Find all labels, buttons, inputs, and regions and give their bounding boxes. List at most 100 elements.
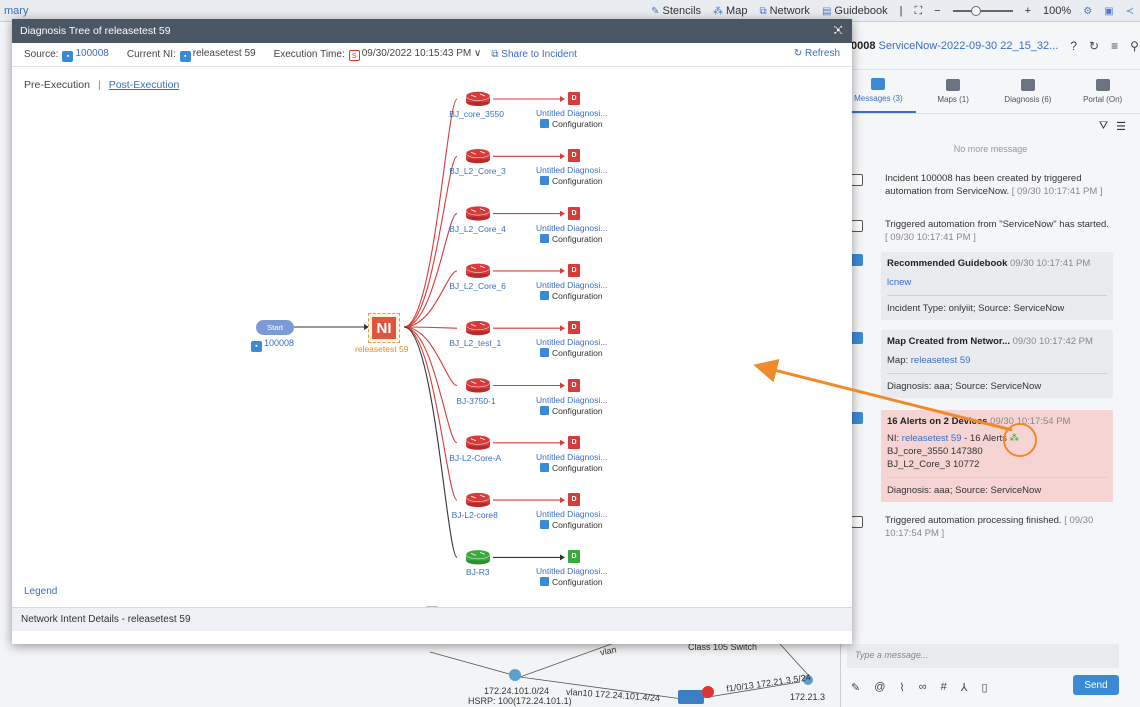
start-incident-id[interactable]: ▪100008: [251, 338, 294, 352]
edge-arrowhead: [560, 439, 565, 446]
tab-diagnosis[interactable]: Diagnosis (6): [991, 70, 1066, 113]
settings-icon[interactable]: ⚙: [1083, 5, 1093, 17]
ni-details-bar[interactable]: Network Intent Details - releasetest 59: [12, 607, 852, 631]
device-label[interactable]: BJ_L2_Core_3: [449, 166, 506, 177]
tree-edge: [403, 326, 458, 501]
diagnosis-name[interactable]: Untitled Diagnosi...: [536, 222, 608, 233]
device-label[interactable]: BJ-3750-1: [456, 395, 496, 406]
tab-post-execution[interactable]: Post-Execution: [108, 79, 180, 91]
map-button[interactable]: ⁂Map: [713, 5, 748, 17]
tree-edge: [403, 326, 458, 444]
send-button[interactable]: Send: [1073, 675, 1119, 695]
fit-icon[interactable]: ⛶: [914, 4, 923, 17]
link-icon[interactable]: ∞: [918, 681, 927, 693]
tab-messages[interactable]: Messages (3): [841, 70, 916, 113]
message-input[interactable]: Type a message...: [847, 644, 1119, 668]
guidebook-button[interactable]: ▤Guidebook: [821, 5, 888, 17]
refresh-icon[interactable]: ↻: [1089, 38, 1100, 53]
router-icon[interactable]: [465, 549, 491, 565]
edge-arrowhead: [364, 324, 369, 330]
stencils-button[interactable]: ✎Stencils: [651, 5, 702, 17]
device-label[interactable]: BJ-L2-Core-A: [449, 452, 502, 463]
diagnosis-name[interactable]: Untitled Diagnosi...: [536, 337, 608, 348]
router-icon[interactable]: [465, 492, 491, 508]
tree-edge: [403, 326, 458, 558]
diagnosis-node-icon[interactable]: D: [568, 435, 580, 449]
diagnosis-node-icon[interactable]: D: [568, 206, 580, 220]
device-label[interactable]: BJ_L2_Core_6: [449, 280, 506, 291]
tab-pre-execution[interactable]: Pre-Execution: [24, 79, 90, 91]
refresh-button[interactable]: ↻ Refresh: [793, 48, 840, 59]
router-icon[interactable]: [465, 320, 491, 336]
diagnosis-name[interactable]: Untitled Diagnosi...: [536, 165, 608, 176]
diagnosis-node-icon[interactable]: D: [568, 149, 580, 163]
ni-node[interactable]: NI: [368, 313, 400, 343]
diagnosis-node-icon[interactable]: D: [568, 321, 580, 335]
device-label[interactable]: BJ_L2_Core_4: [449, 223, 506, 234]
diagnosis-icon: [1020, 79, 1035, 91]
guidebook-icon: ▤: [821, 5, 832, 17]
router-icon[interactable]: [465, 205, 491, 221]
current-ni-value[interactable]: ▪releasetest 59: [179, 48, 256, 62]
router-icon[interactable]: [465, 91, 491, 107]
start-node[interactable]: Start: [256, 320, 294, 335]
diagnosis-name[interactable]: Untitled Diagnosi...: [536, 279, 608, 290]
configuration-icon: [540, 290, 549, 300]
menu-icon[interactable]: ≡: [1111, 38, 1119, 53]
tree-icon[interactable]: ⅄: [960, 681, 968, 694]
save-icon[interactable]: ▣: [1104, 5, 1114, 17]
zoom-slider[interactable]: [952, 6, 1013, 16]
map-label: 172.24.101.0/24: [484, 686, 550, 696]
filter-icon[interactable]: ⛛: [1098, 119, 1109, 132]
device-label[interactable]: BJ_L2_test_1: [449, 338, 502, 349]
diagnosis-node-icon[interactable]: D: [568, 263, 580, 277]
router-icon[interactable]: [465, 377, 491, 393]
close-icon[interactable]: ✕: [832, 22, 844, 38]
share-to-incident-button[interactable]: ⧉ Share to Incident: [491, 49, 577, 60]
source-value[interactable]: ▪100008: [62, 48, 109, 62]
edge-arrowhead: [560, 210, 565, 217]
expand-icon[interactable]: ⧉: [834, 25, 842, 36]
diagnosis-tree-icon[interactable]: ⁂: [1009, 433, 1020, 444]
configuration-icon: [540, 348, 549, 358]
router-icon[interactable]: [465, 148, 491, 164]
help-icon[interactable]: ?: [1070, 38, 1078, 53]
diagnosis-name[interactable]: Untitled Diagnosi...: [536, 451, 608, 462]
edge-arrowhead: [560, 554, 565, 561]
diagnosis-node-icon[interactable]: D: [568, 493, 580, 507]
list-icon[interactable]: ☰: [1116, 120, 1126, 133]
diagnosis-name[interactable]: Untitled Diagnosi...: [536, 566, 608, 577]
configuration-icon: [540, 462, 549, 472]
guidebook-link[interactable]: lcnew: [887, 277, 912, 288]
legend-link[interactable]: Legend: [24, 586, 58, 597]
incident-link[interactable]: ServiceNow-2022-09-30 22_15_32...: [878, 39, 1059, 52]
diagnosis-name[interactable]: Untitled Diagnosi...: [536, 394, 608, 405]
book-icon[interactable]: ▯: [981, 681, 988, 694]
tab-maps[interactable]: Maps (1): [916, 70, 991, 113]
diagnosis-name[interactable]: Untitled Diagnosi...: [536, 108, 608, 118]
zoom-in-button[interactable]: +: [1024, 5, 1032, 17]
hashtag-icon[interactable]: #: [940, 681, 947, 693]
router-icon[interactable]: [465, 435, 491, 450]
ni-link[interactable]: releasetest 59: [901, 433, 962, 444]
device-label[interactable]: BJ_core_3550: [449, 109, 505, 119]
no-more-message: No more message: [953, 144, 1028, 154]
note-icon[interactable]: ✎: [851, 681, 861, 694]
network-button[interactable]: ⧉Network: [759, 5, 810, 17]
device-label[interactable]: BJ-R3: [466, 567, 490, 578]
map-link[interactable]: releasetest 59: [910, 355, 971, 366]
mention-icon[interactable]: @: [874, 681, 886, 693]
diagnosis-node-icon[interactable]: D: [568, 92, 580, 105]
router-icon[interactable]: [465, 263, 491, 278]
tab-portal[interactable]: Portal (On): [1065, 70, 1140, 113]
zoom-out-button[interactable]: −: [934, 5, 941, 17]
device-label[interactable]: BJ-L2-core8: [451, 510, 498, 521]
attach-icon[interactable]: ⌇: [899, 681, 905, 694]
pin-icon[interactable]: ⚲: [1130, 38, 1139, 53]
diagnosis-node-icon[interactable]: D: [568, 378, 580, 392]
diagnosis-name[interactable]: Untitled Diagnosi...: [536, 509, 608, 520]
diagnosis-type: Configuration: [540, 405, 603, 416]
share-icon[interactable]: ≺: [1125, 5, 1134, 17]
diagnosis-node-icon[interactable]: D: [568, 550, 580, 564]
